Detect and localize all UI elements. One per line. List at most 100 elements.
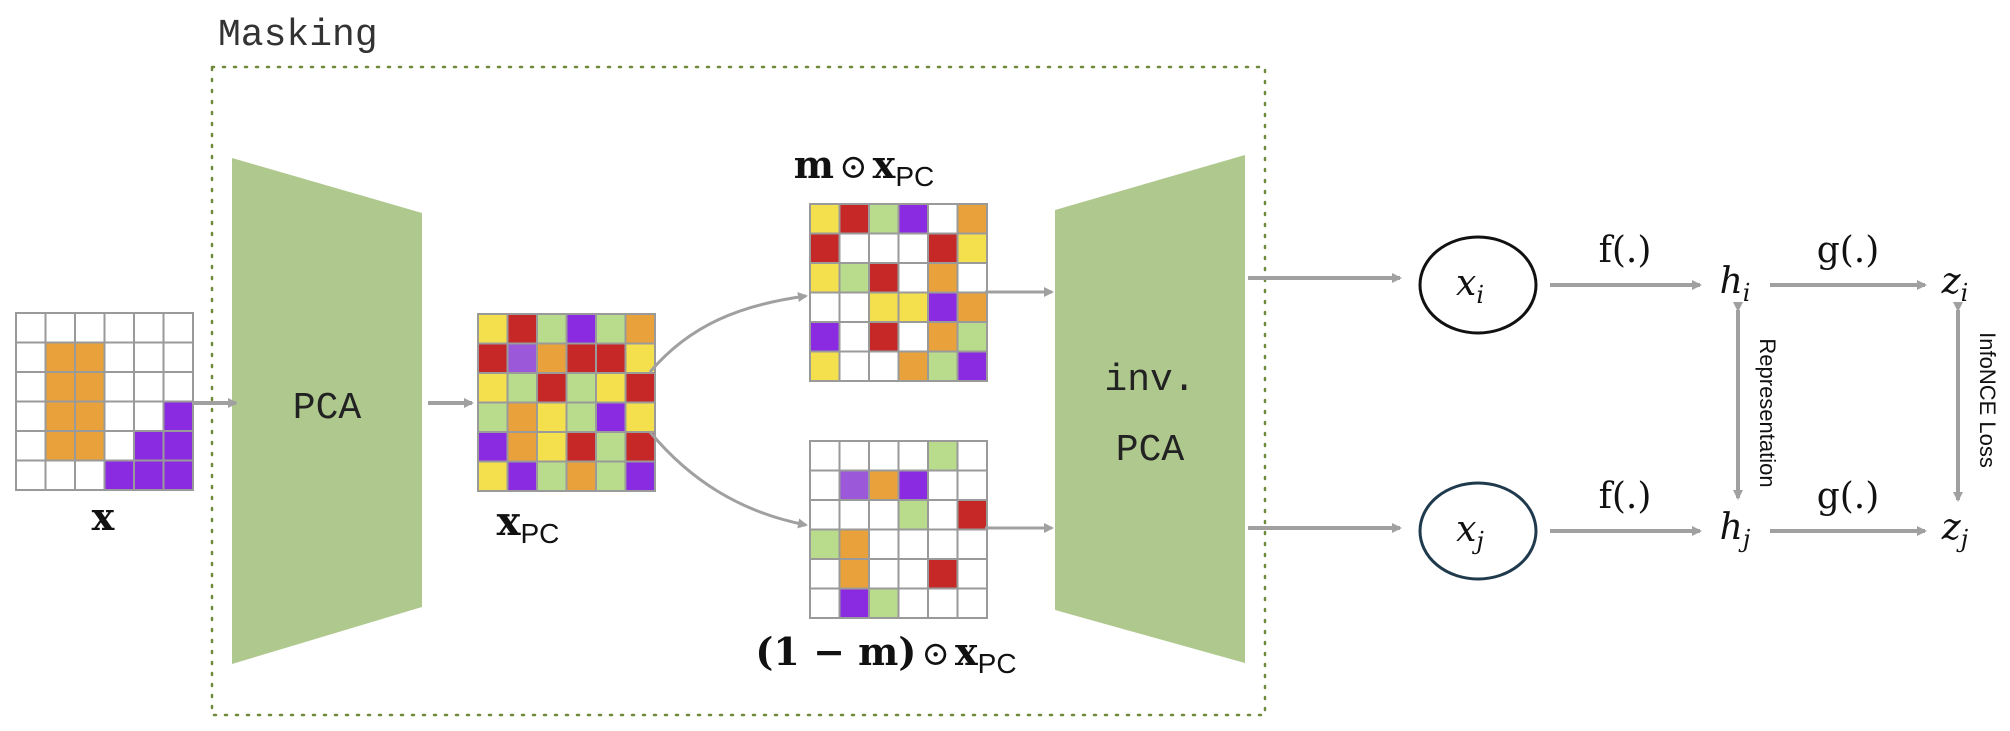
masked-bottom-cell <box>897 528 929 560</box>
input-x-cell <box>162 430 194 462</box>
masked-bottom-cell <box>838 587 870 619</box>
input-x-cell <box>15 341 47 373</box>
x-pc-cell <box>565 342 597 374</box>
masked-bottom-label: (1 − m) ⊙ xPC <box>755 629 1016 679</box>
masked-bottom-cell <box>927 558 959 590</box>
input-x-cell <box>15 400 47 432</box>
x-pc-cell <box>536 460 568 492</box>
masked-bottom-cell <box>809 440 841 472</box>
xi-node <box>1418 235 1538 335</box>
input-x-cell <box>103 459 135 491</box>
masked-top-cell <box>897 203 929 235</box>
input-x-cell <box>103 371 135 403</box>
masking-label: Masking <box>218 14 378 57</box>
masking-box <box>210 65 1267 717</box>
masked-top-cell <box>838 232 870 264</box>
masked-bottom-cell <box>868 499 900 531</box>
input-x-cell <box>162 312 194 344</box>
x-pc-cell <box>536 431 568 463</box>
x-pc-cell <box>595 342 627 374</box>
zi-label: zi <box>1941 261 1969 307</box>
masked-bottom-cell <box>868 558 900 590</box>
x-pc-cell <box>506 431 538 463</box>
masked-top-cell <box>956 203 988 235</box>
input-x-cell <box>162 371 194 403</box>
masked-top-cell <box>868 350 900 382</box>
input-x-cell <box>74 400 106 432</box>
input-x-cell <box>133 459 165 491</box>
masked-bottom-cell <box>927 440 959 472</box>
masked-bottom-cell <box>956 587 988 619</box>
masked-top-cell <box>927 291 959 323</box>
input-x-cell <box>103 341 135 373</box>
masked-top-cell <box>897 232 929 264</box>
x-pc-cell <box>477 342 509 374</box>
input-x-cell <box>15 430 47 462</box>
masked-top-cell <box>897 321 929 353</box>
masked-bottom-cell <box>868 528 900 560</box>
pca-block <box>232 158 422 664</box>
x-pc-cell <box>536 401 568 433</box>
x-pc-grid <box>477 313 656 492</box>
masked-bottom-grid <box>809 440 988 619</box>
input-x-cell <box>74 312 106 344</box>
x-pc-label: xPC <box>497 498 560 549</box>
representation-label: Representation <box>1755 338 1780 487</box>
x-pc-cell <box>565 431 597 463</box>
input-x-cell <box>133 341 165 373</box>
x-pc-cell <box>624 401 656 433</box>
masked-bottom-cell <box>956 440 988 472</box>
masked-top-cell <box>927 350 959 382</box>
masked-bottom-cell <box>838 528 870 560</box>
x-pc-cell <box>477 313 509 345</box>
masked-top-cell <box>927 321 959 353</box>
masked-bottom-cell <box>956 558 988 590</box>
masked-bottom-cell <box>868 587 900 619</box>
masked-top-cell <box>868 203 900 235</box>
inv-pca-label-line1: inv. <box>1104 359 1195 402</box>
masked-bottom-cell <box>897 558 929 590</box>
x-pc-cell <box>595 372 627 404</box>
x-pc-cell <box>624 431 656 463</box>
inv-pca-label-line2: PCA <box>1116 429 1185 472</box>
input-x-cell <box>162 459 194 491</box>
x-pc-cell <box>536 372 568 404</box>
x-pc-cell <box>565 313 597 345</box>
masked-top-cell <box>809 350 841 382</box>
masked-bottom-cell <box>956 528 988 560</box>
masked-top-cell <box>868 262 900 294</box>
x-pc-cell <box>477 460 509 492</box>
x-pc-cell <box>506 313 538 345</box>
input-x-cell <box>133 371 165 403</box>
masked-bottom-cell <box>927 499 959 531</box>
masked-bottom-cell <box>838 499 870 531</box>
x-pc-cell <box>506 401 538 433</box>
x-pc-cell <box>536 313 568 345</box>
hj-label: hj <box>1720 507 1751 553</box>
masked-bottom-cell <box>927 528 959 560</box>
x-pc-cell <box>477 401 509 433</box>
x-pc-cell <box>565 372 597 404</box>
x-pc-cell <box>624 372 656 404</box>
x-pc-cell <box>506 372 538 404</box>
masked-top-cell <box>897 262 929 294</box>
arrow-xpc-to-top <box>648 292 808 373</box>
masked-top-cell <box>897 350 929 382</box>
input-x-cell <box>74 430 106 462</box>
input-x-cell <box>103 400 135 432</box>
input-x-cell <box>44 312 76 344</box>
input-x-cell <box>15 312 47 344</box>
f-label-bottom: f(.) <box>1599 476 1652 517</box>
x-pc-cell <box>595 431 627 463</box>
masked-bottom-cell <box>897 469 929 501</box>
input-x-cell <box>162 341 194 373</box>
x-pc-cell <box>624 342 656 374</box>
x-pc-cell <box>506 342 538 374</box>
masked-top-cell <box>868 232 900 264</box>
masked-top-cell <box>838 262 870 294</box>
g-label-top: g(.) <box>1817 230 1880 271</box>
input-x-cell <box>44 400 76 432</box>
masked-bottom-cell <box>838 558 870 590</box>
x-pc-cell <box>565 460 597 492</box>
